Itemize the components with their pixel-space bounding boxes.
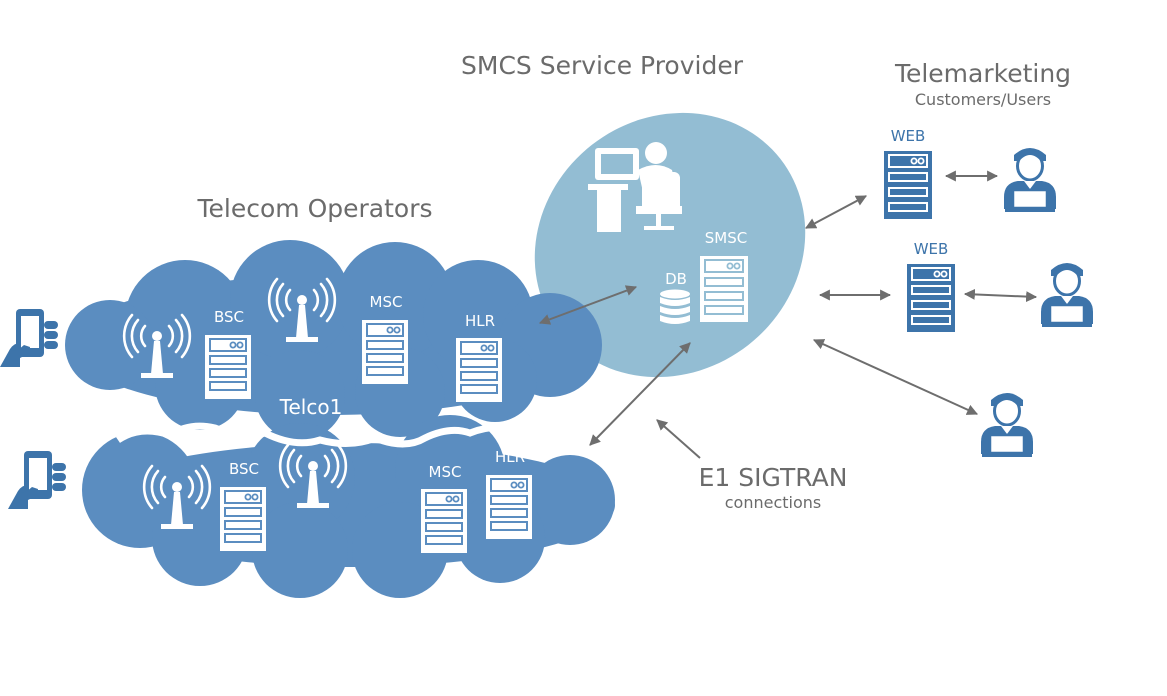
telco1-hlr-server-icon xyxy=(455,337,503,403)
db-label: DB xyxy=(665,270,687,288)
telco1-bsc-server-icon xyxy=(204,334,252,400)
telco1-msc-server-icon xyxy=(361,319,409,385)
smsc-web-top-arrow xyxy=(805,195,867,229)
telco2-msc-server-icon xyxy=(420,488,468,554)
user-icon-1 xyxy=(1002,146,1058,214)
mobile-phone-icon-2 xyxy=(8,451,66,509)
e1-connections-label: connections xyxy=(725,493,822,512)
smsc-user3-arrow xyxy=(812,339,979,415)
operator-workstation-icon xyxy=(588,142,682,232)
cloud-divider xyxy=(116,422,563,448)
web-middle-user2-arrow xyxy=(963,288,1038,303)
telco2-hlr-server-icon xyxy=(485,474,533,540)
web-server-icon-middle xyxy=(906,263,956,333)
telco2-bsc-label: BSC xyxy=(229,460,259,478)
telco1-msc-label: MSC xyxy=(370,293,403,311)
telemarketing-title: Telemarketing xyxy=(894,59,1071,88)
sigtran-pointer-arrow xyxy=(656,419,701,459)
telco1-hlr-label: HLR xyxy=(465,312,495,330)
mobile-phone-icon-1 xyxy=(0,309,58,367)
telco2-smsc-arrow xyxy=(589,342,691,446)
telco2-hlr-label: HLR xyxy=(495,448,525,466)
e1-sigtran-label: E1 SIGTRAN xyxy=(699,463,848,492)
smsc-label: SMSC xyxy=(705,229,747,247)
smsc-server-icon xyxy=(699,255,749,323)
smcs-title: SMCS Service Provider xyxy=(461,51,744,80)
web-server-icon-top xyxy=(883,150,933,220)
telemarketing-subtitle: Customers/Users xyxy=(915,90,1051,109)
telco1-name-label: Telco1 xyxy=(279,395,343,419)
telco2-msc-label: MSC xyxy=(429,463,462,481)
telco2-bsc-server-icon xyxy=(219,486,267,552)
user-icon-2 xyxy=(1039,261,1095,329)
telco1-bsc-label: BSC xyxy=(214,308,244,326)
web-label-middle: WEB xyxy=(914,240,949,258)
user-icon-3 xyxy=(979,391,1035,459)
telecom-operators-title: Telecom Operators xyxy=(197,194,433,223)
telco1-smsc-arrow xyxy=(538,285,638,325)
web-label-top: WEB xyxy=(891,127,926,145)
